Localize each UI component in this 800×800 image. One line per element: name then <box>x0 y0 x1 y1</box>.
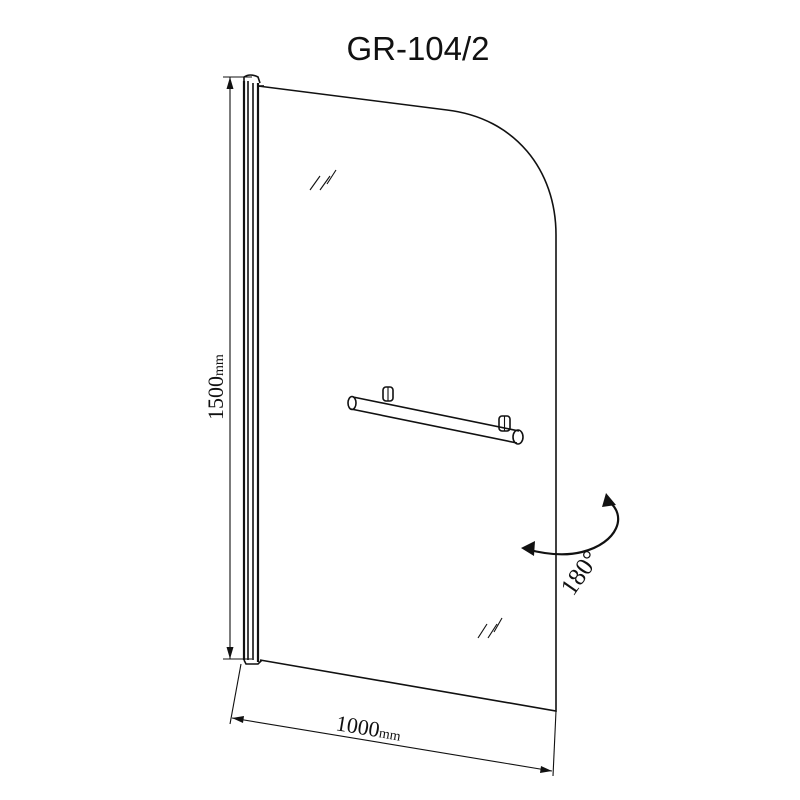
model-title: GR-104/2 <box>346 30 489 67</box>
towel-bar-end-left <box>347 395 357 411</box>
wall-profile-bottom-cap <box>243 659 263 665</box>
rotation-arc <box>525 500 620 556</box>
height-label: 1500mm <box>203 354 228 420</box>
wall-profile-top-cap <box>243 74 261 84</box>
rotation-arrow-head-top <box>602 493 616 507</box>
glass-panel <box>257 85 557 712</box>
towel-bar <box>347 386 524 445</box>
glass-mark-bottom <box>477 617 503 639</box>
width-dimension: 1000mm <box>229 663 557 777</box>
height-dimension: 1500mm <box>203 76 252 660</box>
width-label: 1000mm <box>334 710 403 745</box>
height-unit: mm <box>212 354 227 376</box>
width-extension-right <box>552 710 557 777</box>
glass-mark-top <box>309 169 337 191</box>
width-extension-left <box>229 663 242 725</box>
wall-profile <box>242 74 264 665</box>
rotation-arrow-head-left <box>521 541 535 556</box>
height-value: 1500 <box>203 376 228 420</box>
width-dimension-line <box>231 717 553 772</box>
height-arrow-bottom <box>226 647 234 659</box>
width-arrow-right <box>540 766 552 773</box>
towel-bar-tube <box>350 396 520 444</box>
width-unit: mm <box>378 726 402 744</box>
width-arrow-left <box>232 716 244 723</box>
towel-bar-end-right <box>512 429 524 445</box>
width-value: 1000 <box>334 710 381 742</box>
rotation-indicator: 180° <box>521 493 620 600</box>
towel-bar-mount-right <box>498 415 511 432</box>
height-arrow-top <box>226 77 234 89</box>
towel-bar-mount-left <box>382 386 394 402</box>
